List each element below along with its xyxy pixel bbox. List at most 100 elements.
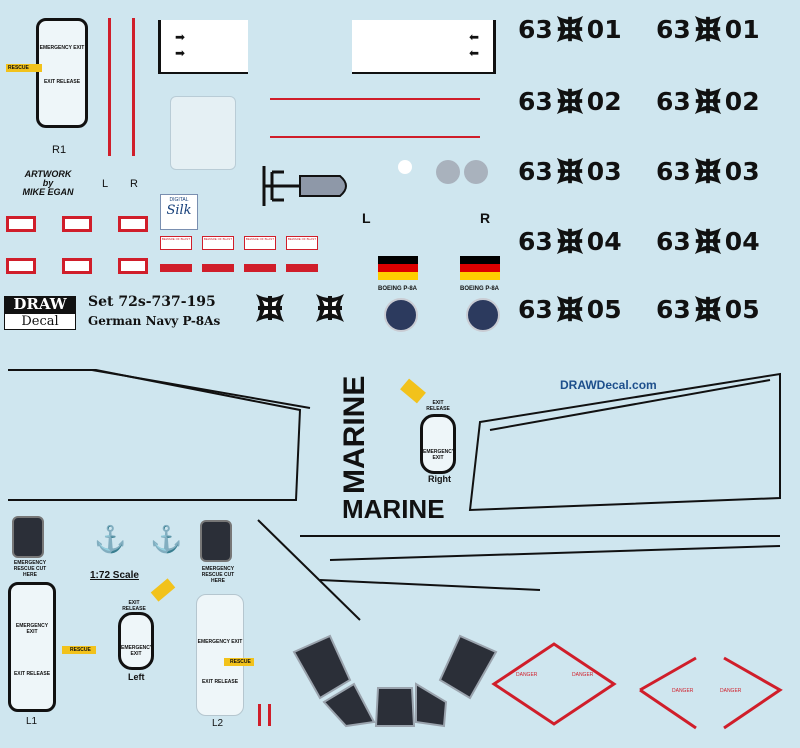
artwork-line1: ARTWORK (24, 169, 72, 179)
emergency-exit-stencil: EMERGENCY EXIT (197, 639, 243, 645)
serial-prefix: 63 (518, 156, 553, 186)
rescue-arrow-icon (62, 646, 96, 654)
grey-disc (436, 160, 460, 184)
door-l1: EMERGENCY EXIT EXIT RELEASE (8, 582, 56, 712)
clear-panel (170, 96, 236, 170)
website: DRAWDecal.com (560, 378, 657, 392)
set-label: Set 72s-737-195 (88, 294, 216, 310)
beware-blast-stencil: BEWARE OF BLAST (286, 236, 318, 250)
warning-stencil (160, 264, 192, 272)
exit-release-stencil: EXIT RELEASE (426, 400, 450, 412)
serial-suffix: 03 (724, 156, 760, 186)
serial-suffix: 02 (724, 86, 760, 116)
serial-prefix: 63 (656, 156, 691, 186)
emergency-exit-stencil: EMERGENCY EXIT (423, 449, 456, 461)
serial-prefix: 63 (518, 294, 553, 324)
rescue-stencil: RESCUE (70, 647, 91, 653)
logo-bottom: Decal (4, 313, 76, 330)
door-l2: EMERGENCY EXIT EXIT RELEASE (196, 594, 244, 716)
rescue-stencil: RESCUE (230, 659, 251, 665)
rescue-cut-stencil: EMERGENCY RESCUE CUT HERE (13, 560, 47, 578)
label-right: Right (428, 474, 451, 484)
boeing-label: BOEING P-8A (460, 286, 500, 292)
iron-cross-icon (693, 14, 723, 44)
cockpit-windscreen (292, 634, 498, 728)
silk-main: Silk (166, 203, 192, 218)
iron-cross-icon (555, 156, 585, 186)
boeing-label: BOEING P-8A (378, 286, 418, 292)
marine-vertical: MARINE (338, 375, 371, 494)
serial-suffix: 03 (586, 156, 622, 186)
warning-stencil (202, 264, 234, 272)
serial-prefix: 63 (656, 226, 691, 256)
fuselage-outline (8, 369, 781, 621)
iron-cross-icon (256, 294, 284, 322)
iron-cross-icon (693, 86, 723, 116)
arrow-left-icon: ⬅ (468, 30, 479, 44)
beware-blast-stencil: BEWARE OF BLAST (202, 236, 234, 250)
label-l1: L1 (26, 716, 38, 727)
iron-cross-icon (555, 14, 585, 44)
logo-top: DRAW (4, 296, 76, 313)
serial-prefix: 63 (656, 294, 691, 324)
arrow-left-icon: ⬅ (468, 46, 479, 60)
label-left: Left (128, 672, 145, 682)
artwork-line2: by (42, 178, 54, 188)
serial-number: 63 05 (518, 294, 622, 324)
grey-disc (464, 160, 488, 184)
rescue-stencil: RESCUE (8, 65, 29, 71)
red-line (270, 136, 480, 138)
serial-suffix: 04 (724, 226, 760, 256)
rescue-arrow-icon (6, 64, 42, 72)
exit-release-stencil: EXIT RELEASE (122, 600, 146, 612)
digital-silk-badge: DIGITAL Silk (160, 194, 198, 230)
red-stripe (258, 704, 261, 726)
squadron-emblem (466, 298, 500, 332)
red-line (270, 98, 480, 100)
arrow-right-icon: ➡ (175, 30, 186, 44)
silk-top: DIGITAL (169, 197, 189, 203)
serial-suffix: 02 (586, 86, 622, 116)
warning-stencil (286, 264, 318, 272)
grey-disc (398, 160, 412, 174)
door-r1: EMERGENCY EXIT EXIT RELEASE (36, 18, 88, 128)
label-l2: L2 (212, 718, 224, 729)
danger-stencil: DANGER (672, 688, 694, 694)
german-flag (460, 256, 500, 280)
arrow-right-icon: ➡ (175, 46, 186, 60)
artwork-line3: MIKE EGAN (22, 187, 74, 197)
serial-suffix: 01 (724, 14, 760, 44)
label-l-mid: L (362, 210, 371, 226)
squadron-emblem (384, 298, 418, 332)
beware-blast-stencil: BEWARE OF BLAST (244, 236, 276, 250)
label-l-top: L (102, 178, 109, 190)
red-stencil-box (6, 258, 36, 274)
warning-stencil (244, 264, 276, 272)
serial-suffix: 05 (586, 294, 622, 324)
exit-release-stencil: EXIT RELEASE (43, 79, 81, 85)
scale-label: 1:72 Scale (90, 570, 139, 581)
wing-walk-panel-left: ➡ ➡ (158, 20, 248, 74)
serial-number: 63 03 (656, 156, 760, 186)
rescue-cut-stencil: EMERGENCY RESCUE CUT HERE (201, 566, 235, 584)
rescue-window (12, 516, 44, 558)
iron-cross-icon (316, 294, 344, 322)
serial-number: 63 03 (518, 156, 622, 186)
iron-cross-icon (693, 156, 723, 186)
danger-stencil: DANGER (720, 688, 742, 694)
iron-cross-icon (693, 226, 723, 256)
probe-icon (262, 166, 347, 206)
serial-number: 63 04 (656, 226, 760, 256)
german-flag (378, 256, 418, 280)
label-r-top: R (130, 178, 138, 190)
red-stripe (132, 18, 135, 156)
red-stencil-box (6, 216, 36, 232)
danger-chevron (639, 656, 783, 730)
rescue-window (200, 520, 232, 562)
